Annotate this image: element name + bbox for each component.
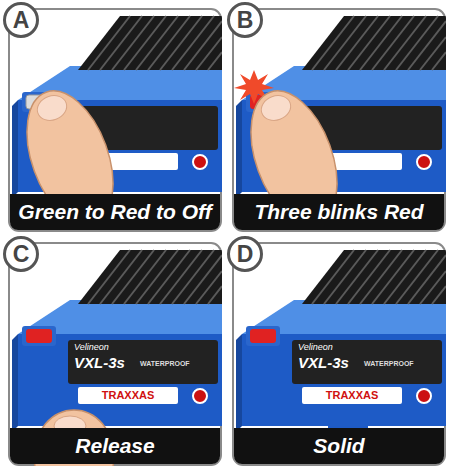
- model-text: VXL-3s: [74, 355, 125, 370]
- waterproof-text: WATERPROOF: [364, 360, 414, 367]
- step-caption: Three blinks Red: [254, 200, 423, 223]
- esc-unit: [12, 250, 222, 432]
- step-caption: Green to Red to Off: [18, 200, 211, 223]
- waterproof-text: WATERPROOF: [140, 360, 190, 367]
- set-button: [26, 329, 52, 343]
- maker-logo: TRAXXAS: [102, 390, 155, 401]
- brand-text: Velineon: [74, 343, 109, 352]
- set-button: [250, 329, 276, 343]
- caption-band: Three blinks Red: [234, 194, 444, 230]
- step-caption: Release: [75, 434, 154, 457]
- step-letter-circle: D: [227, 236, 263, 272]
- step-letter-circle: C: [3, 236, 39, 272]
- step-letter: D: [237, 243, 254, 266]
- step-letter-circle: B: [227, 2, 263, 38]
- maker-logo: TRAXXAS: [326, 390, 379, 401]
- panel-a: [9, 9, 222, 237]
- esc-unit: [236, 250, 446, 432]
- brand-text: Velineon: [298, 343, 333, 352]
- step-letter: C: [13, 243, 30, 266]
- step-caption: Solid: [313, 434, 364, 457]
- caption-band: Release: [10, 428, 220, 464]
- step-letter: B: [237, 9, 254, 32]
- step-letter-circle: A: [3, 2, 39, 38]
- panel-b: [233, 9, 446, 237]
- panel-d: [233, 243, 446, 465]
- model-text: VXL-3s: [298, 355, 349, 370]
- step-letter: A: [13, 9, 30, 32]
- panel-c: [9, 243, 222, 476]
- caption-band: Green to Red to Off: [10, 194, 220, 230]
- caption-band: Solid: [234, 428, 444, 464]
